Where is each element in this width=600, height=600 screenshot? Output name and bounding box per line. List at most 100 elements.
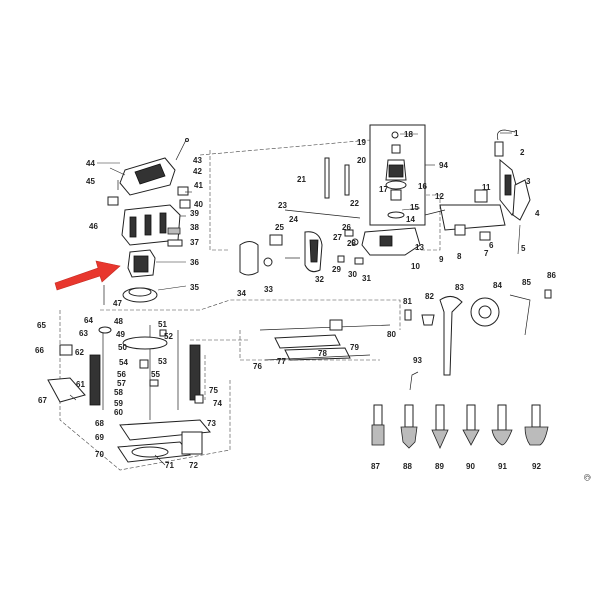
label-12: 12 <box>435 192 444 201</box>
label-21: 21 <box>297 175 306 184</box>
label-61: 61 <box>76 380 85 389</box>
label-76: 76 <box>253 362 262 371</box>
motor-housing-group <box>103 138 191 305</box>
label-65: 65 <box>37 321 46 330</box>
label-45: 45 <box>86 177 95 186</box>
label-26: 26 <box>342 223 351 232</box>
label-87: 87 <box>371 462 380 471</box>
switch-cord-group <box>424 129 531 241</box>
label-24: 24 <box>289 215 298 224</box>
label-44: 44 <box>86 159 95 168</box>
label-16: 16 <box>418 182 427 191</box>
label-25: 25 <box>275 223 284 232</box>
label-78: 78 <box>318 349 327 358</box>
label-72: 72 <box>189 461 198 470</box>
label-89: 89 <box>435 462 444 471</box>
label-68: 68 <box>95 419 104 428</box>
label-46: 46 <box>89 222 98 231</box>
label-63: 63 <box>79 329 88 338</box>
label-10: 10 <box>411 262 420 271</box>
label-15: 15 <box>410 203 419 212</box>
label-59: 59 <box>114 399 123 408</box>
label-91: 91 <box>498 462 507 471</box>
label-20: 20 <box>357 156 366 165</box>
label-82: 82 <box>425 292 434 301</box>
label-83: 83 <box>455 283 464 292</box>
base-spring-group <box>47 325 211 463</box>
label-40: 40 <box>194 200 203 209</box>
label-23: 23 <box>278 201 287 210</box>
label-9: 9 <box>439 255 444 264</box>
label-39: 39 <box>190 209 199 218</box>
label-48: 48 <box>114 317 123 326</box>
label-35: 35 <box>190 283 199 292</box>
label-37: 37 <box>190 238 199 247</box>
label-38: 38 <box>190 223 199 232</box>
label-4: 4 <box>535 209 540 218</box>
label-3: 3 <box>526 177 531 186</box>
label-6: 6 <box>489 241 494 250</box>
label-92: 92 <box>532 462 541 471</box>
label-79: 79 <box>350 343 359 352</box>
label-64: 64 <box>84 316 93 325</box>
label-1: 1 <box>514 129 519 138</box>
label-75: 75 <box>209 386 218 395</box>
label-58: 58 <box>114 388 123 397</box>
label-34: 34 <box>237 289 246 298</box>
router-bits-group <box>371 404 549 449</box>
label-27: 27 <box>333 233 342 242</box>
label-73: 73 <box>207 419 216 428</box>
label-36: 36 <box>190 258 199 267</box>
label-5: 5 <box>521 244 526 253</box>
label-33: 33 <box>264 285 273 294</box>
label-85: 85 <box>522 278 531 287</box>
label-53: 53 <box>158 357 167 366</box>
label-14: 14 <box>406 215 415 224</box>
label-90: 90 <box>466 462 475 471</box>
label-43: 43 <box>193 156 202 165</box>
label-17: 17 <box>379 185 388 194</box>
label-69: 69 <box>95 433 104 442</box>
label-81: 81 <box>403 297 412 306</box>
label-71: 71 <box>165 461 174 470</box>
main-body-group <box>239 157 421 276</box>
label-86: 86 <box>547 271 556 280</box>
label-66: 66 <box>35 346 44 355</box>
label-54: 54 <box>119 358 128 367</box>
label-22: 22 <box>350 199 359 208</box>
label-18: 18 <box>404 130 413 139</box>
label-70: 70 <box>95 450 104 459</box>
label-28: 28 <box>347 239 356 248</box>
leader-lines <box>69 132 521 466</box>
label-19: 19 <box>357 138 366 147</box>
label-7: 7 <box>484 249 489 258</box>
label-47: 47 <box>113 299 122 308</box>
accessories-group <box>404 289 552 391</box>
label-93: 93 <box>413 356 422 365</box>
label-55: 55 <box>151 370 160 379</box>
label-94: 94 <box>439 161 448 170</box>
label-29: 29 <box>332 265 341 274</box>
label-2: 2 <box>520 148 525 157</box>
label-62: 62 <box>75 348 84 357</box>
rod-assembly-group <box>259 319 391 361</box>
label-74: 74 <box>213 399 222 408</box>
label-51: 51 <box>158 320 167 329</box>
label-8: 8 <box>457 252 462 261</box>
red-indicator-arrow <box>54 260 121 291</box>
label-52: 52 <box>164 332 173 341</box>
label-84: 84 <box>493 281 502 290</box>
label-56: 56 <box>117 370 126 379</box>
part-labels: 1 2 3 4 5 6 7 8 9 10 11 12 13 14 15 16 1… <box>35 129 556 471</box>
label-80: 80 <box>387 330 396 339</box>
label-77: 77 <box>277 357 286 366</box>
label-32: 32 <box>315 275 324 284</box>
label-50: 50 <box>118 343 127 352</box>
label-49: 49 <box>116 330 125 339</box>
label-42: 42 <box>193 167 202 176</box>
label-88: 88 <box>403 462 412 471</box>
label-67: 67 <box>38 396 47 405</box>
label-13: 13 <box>415 243 424 252</box>
label-41: 41 <box>194 181 203 190</box>
